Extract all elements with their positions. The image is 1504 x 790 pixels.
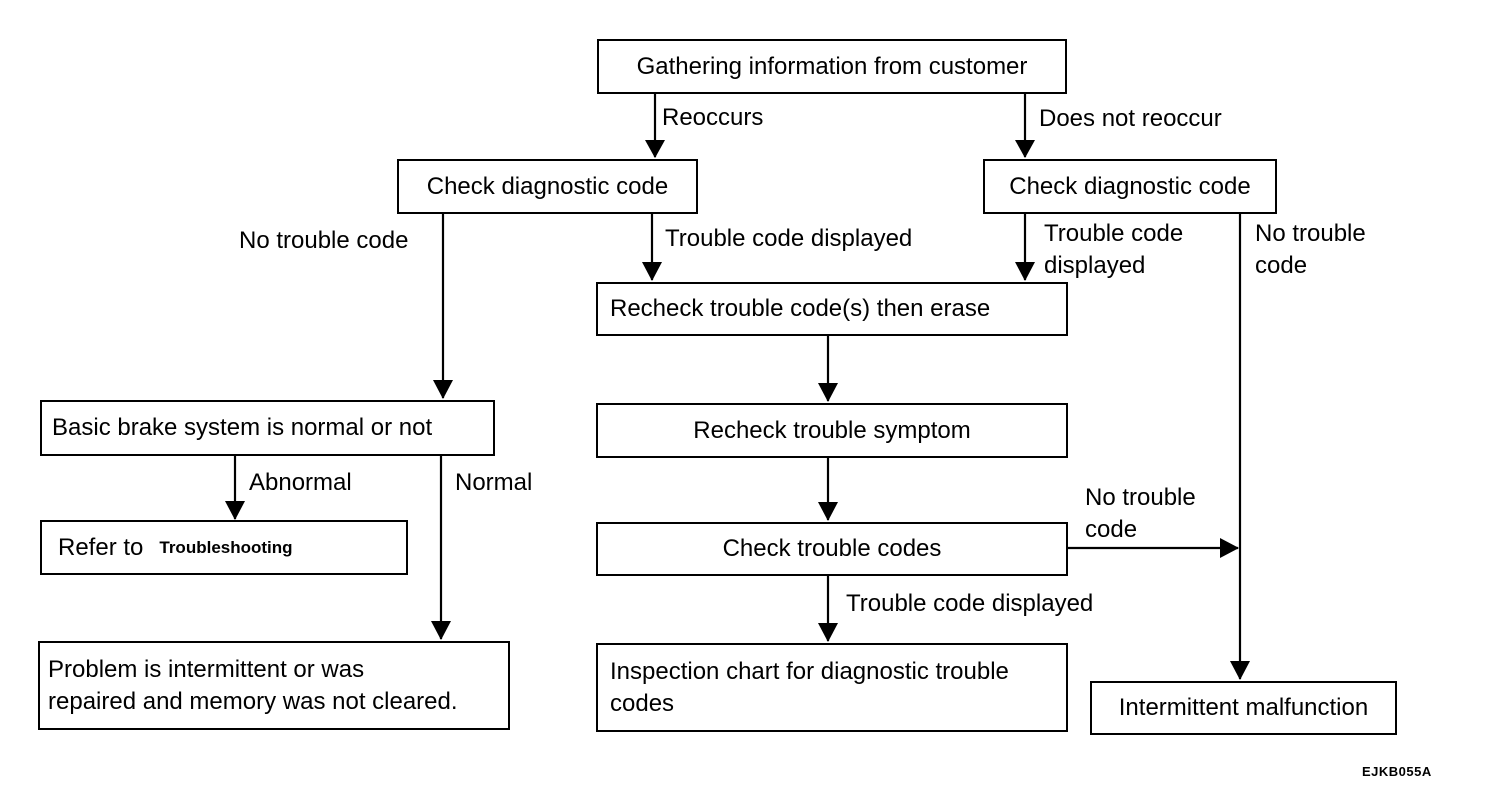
- arrowhead: [225, 501, 245, 520]
- label-no-trouble-code-left: No trouble code: [239, 227, 409, 254]
- node-gather-information-label: Gathering information from customer: [636, 52, 1028, 80]
- node-inspection-line2: codes: [610, 689, 675, 717]
- label-no-trouble-right-line2: code: [1255, 252, 1308, 279]
- arrowheads: [225, 140, 1250, 680]
- node-recheck-symptom: Recheck trouble symptom: [596, 403, 1068, 458]
- node-problem-intermittent: Problem is intermittent or was repaired …: [38, 641, 510, 730]
- node-basic-brake: Basic brake system is normal or not: [40, 400, 495, 456]
- label-no-trouble-checkcodes-line1: No trouble: [1085, 484, 1196, 511]
- node-check-trouble-codes: Check trouble codes: [596, 522, 1068, 576]
- label-reoccurs: Reoccurs: [662, 104, 764, 131]
- label-trouble-code-right-line1: Trouble code: [1044, 220, 1184, 247]
- node-recheck-symptom-label: Recheck trouble symptom: [693, 416, 971, 444]
- node-intermittent-malfunction: Intermittent malfunction: [1090, 681, 1397, 735]
- node-check-trouble-codes-label: Check trouble codes: [722, 535, 942, 562]
- arrowhead: [645, 140, 665, 158]
- node-refer-to: Refer to Troubleshooting: [40, 520, 408, 575]
- node-check-diagnostic-left-label: Check diagnostic code: [426, 172, 669, 200]
- figure-code: EJKB055A: [1362, 764, 1432, 779]
- node-problem-line2: repaired and memory was not cleared.: [48, 687, 458, 715]
- label-trouble-code-displayed-bottom: Trouble code displayed: [846, 590, 1094, 617]
- arrowhead: [1230, 661, 1250, 680]
- arrowhead: [1220, 538, 1239, 558]
- label-abnormal: Abnormal: [249, 469, 352, 496]
- label-trouble-code-displayed-mid: Trouble code displayed: [665, 225, 913, 252]
- node-recheck-erase: Recheck trouble code(s) then erase: [596, 282, 1068, 336]
- arrowhead: [818, 383, 838, 402]
- arrowhead: [642, 262, 662, 281]
- arrowhead: [818, 502, 838, 521]
- node-gather-information: Gathering information from customer: [597, 39, 1067, 94]
- node-check-diagnostic-right-label: Check diagnostic code: [1009, 172, 1251, 200]
- node-inspection-chart: Inspection chart for diagnostic trouble …: [596, 643, 1068, 732]
- node-refer-to-label: Refer to: [58, 533, 144, 561]
- node-inspection-line1: Inspection chart for diagnostic trouble: [610, 657, 1009, 685]
- arrowhead: [433, 380, 453, 399]
- node-recheck-erase-label: Recheck trouble code(s) then erase: [610, 295, 991, 322]
- label-trouble-code-right-line2: displayed: [1044, 252, 1146, 279]
- node-basic-brake-label: Basic brake system is normal or not: [52, 414, 433, 441]
- node-check-diagnostic-left: Check diagnostic code: [397, 159, 698, 214]
- label-no-trouble-checkcodes-line2: code: [1085, 516, 1138, 543]
- label-no-trouble-right-line1: No trouble: [1255, 220, 1366, 247]
- node-intermittent-malfunction-label: Intermittent malfunction: [1118, 694, 1369, 721]
- arrowhead: [1015, 140, 1035, 158]
- label-normal: Normal: [455, 469, 533, 496]
- arrowhead: [1015, 262, 1035, 281]
- label-does-not-reoccur: Does not reoccur: [1039, 105, 1222, 132]
- node-check-diagnostic-right: Check diagnostic code: [983, 159, 1277, 214]
- node-problem-line1: Problem is intermittent or was: [48, 655, 365, 683]
- arrowhead: [431, 621, 451, 640]
- arrowhead: [818, 623, 838, 642]
- node-refer-to-target: Troubleshooting: [159, 537, 293, 557]
